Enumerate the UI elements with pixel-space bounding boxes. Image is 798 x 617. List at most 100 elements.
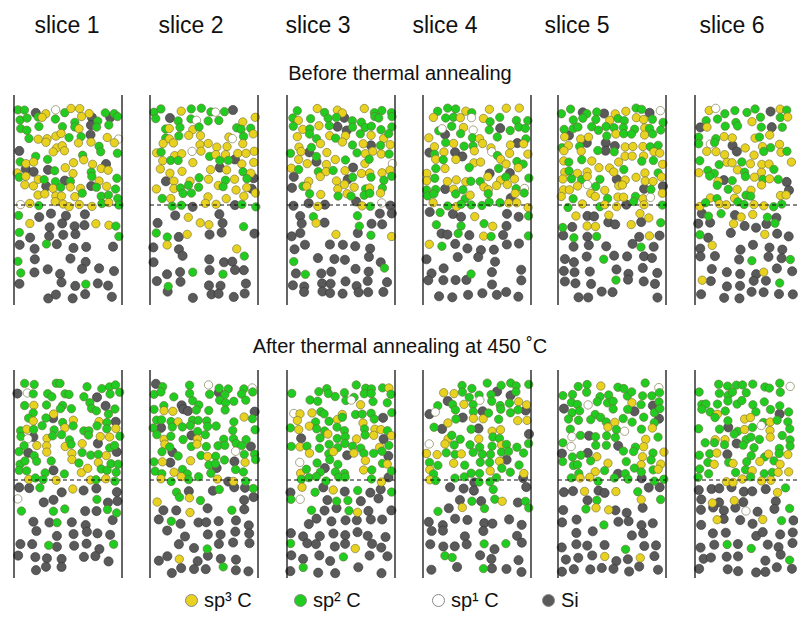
atom: [656, 404, 664, 412]
atom: [776, 402, 784, 410]
atom: [313, 104, 321, 112]
atom: [576, 474, 584, 482]
atom: [316, 434, 324, 442]
atom: [158, 448, 166, 456]
atom: [351, 264, 360, 273]
atom: [340, 255, 349, 264]
atom: [451, 406, 459, 414]
atom: [761, 276, 770, 285]
atom: [187, 189, 195, 197]
atom: [81, 290, 90, 299]
atom: [605, 211, 613, 219]
atom: [35, 201, 43, 209]
atom: [660, 448, 668, 456]
atom: [572, 540, 581, 549]
atom: [287, 551, 296, 560]
atom: [568, 222, 577, 231]
atom: [639, 529, 648, 538]
atom: [102, 475, 110, 483]
slice-label: slice 5: [544, 12, 609, 38]
interface-line: [558, 479, 666, 480]
atom: [788, 290, 797, 299]
atom: [647, 253, 656, 262]
atom: [770, 504, 779, 513]
atom: [641, 379, 649, 387]
atom: [17, 269, 25, 277]
atom: [742, 507, 750, 515]
atom: [771, 219, 779, 227]
atom: [29, 425, 37, 433]
atom: [695, 451, 703, 459]
atom: [367, 131, 375, 139]
atom: [153, 498, 161, 506]
atom: [592, 441, 600, 449]
atom: [564, 415, 572, 423]
atom: [188, 147, 196, 155]
atom: [377, 569, 386, 578]
atom: [185, 494, 193, 502]
atom: [102, 451, 110, 459]
atom: [42, 401, 50, 409]
atom: [339, 553, 347, 561]
atom: [584, 241, 593, 250]
atom: [26, 199, 34, 207]
atom: [205, 266, 214, 275]
atom: [71, 281, 80, 290]
atom: [602, 242, 611, 251]
atom: [366, 202, 374, 210]
atom: [308, 409, 316, 417]
atom: [82, 539, 91, 548]
atom: [22, 467, 30, 475]
atom: [332, 113, 340, 121]
atom: [748, 240, 757, 249]
atom: [75, 104, 83, 112]
atom: [620, 427, 628, 435]
atom: [756, 113, 764, 121]
atom: [765, 175, 773, 183]
atom: [52, 531, 61, 540]
atom: [707, 264, 716, 273]
atom: [441, 164, 449, 172]
atom: [213, 475, 221, 483]
atom: [515, 104, 523, 112]
atom: [157, 416, 165, 424]
atom: [696, 505, 705, 514]
atom: [629, 142, 637, 150]
atom: [228, 506, 236, 514]
atom: [360, 104, 368, 112]
atom: [760, 147, 768, 155]
atom: [316, 139, 324, 147]
atom: [163, 552, 172, 561]
atom: [378, 106, 386, 114]
atom: [776, 530, 785, 539]
atom: [20, 401, 28, 409]
atom: [583, 172, 591, 180]
atom: [385, 441, 393, 449]
atom: [59, 230, 68, 239]
atom: [774, 468, 782, 476]
atom: [324, 114, 332, 122]
atom: [195, 174, 203, 182]
atom: [640, 541, 649, 550]
atom: [325, 440, 333, 448]
atom: [649, 156, 657, 164]
atom: [502, 160, 510, 168]
atom: [648, 519, 657, 528]
atom: [65, 390, 73, 398]
atom: [367, 389, 375, 397]
atom: [306, 114, 314, 122]
atom: [367, 173, 375, 181]
atom: [228, 134, 236, 142]
atom: [748, 423, 756, 431]
atom: [650, 477, 658, 485]
atom: [647, 185, 655, 193]
atom: [436, 208, 444, 216]
atom: [515, 461, 523, 469]
atom: [600, 540, 609, 549]
atom: [174, 452, 182, 460]
atom: [557, 449, 566, 458]
atom: [297, 434, 306, 443]
atom: [241, 477, 249, 485]
atom: [431, 174, 439, 182]
atom: [80, 210, 89, 219]
